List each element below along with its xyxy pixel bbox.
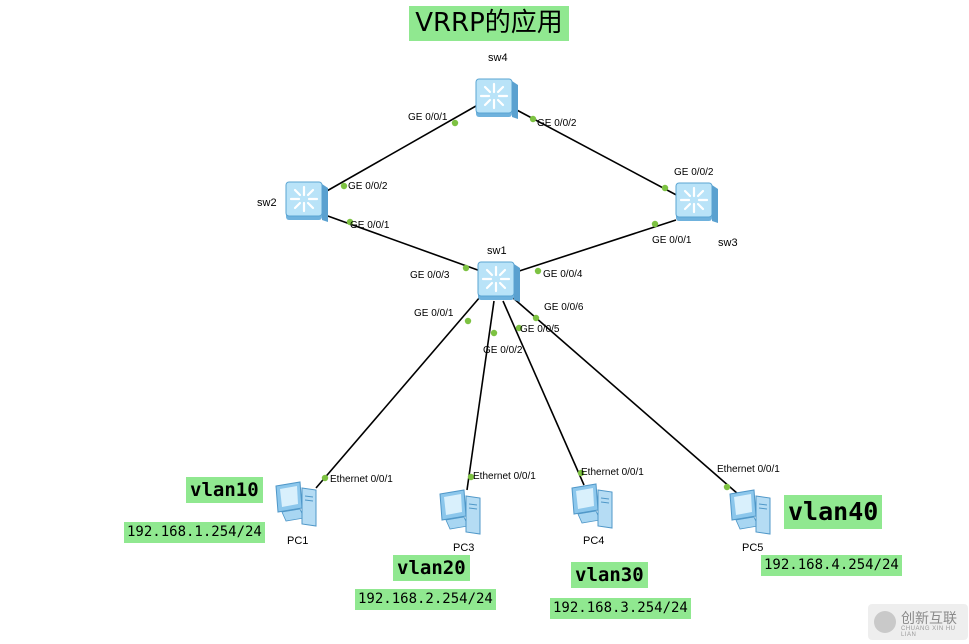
device-label-sw1: sw1: [487, 245, 507, 257]
watermark-logo: 创新互联 CHUANG XIN HU LIAN: [868, 604, 968, 640]
ip-vlan30-label: 192.168.3.254/24: [550, 598, 691, 619]
pc1-icon[interactable]: [275, 481, 317, 527]
watermark-logo-icon: [874, 611, 896, 633]
port-dots: [321, 115, 731, 491]
port-dot: [515, 324, 523, 332]
vlan30-label: vlan30: [571, 562, 648, 588]
link-sw1-pc1: [315, 296, 481, 489]
port-dot: [577, 469, 585, 477]
link-sw2-sw1: [324, 214, 487, 274]
device-label-pc1: PC1: [287, 535, 309, 547]
port-dot: [529, 115, 537, 123]
port-label-pc3-eth: Ethernet 0/0/1: [473, 471, 536, 482]
port-dot: [340, 182, 348, 190]
vlan40-label: vlan40: [784, 495, 883, 529]
links: [315, 101, 739, 495]
device-label-pc4: PC4: [583, 535, 605, 547]
port-dot: [490, 329, 498, 337]
port-label-sw3-ge001: GE 0/0/1: [652, 235, 692, 246]
port-dot: [451, 119, 459, 127]
port-label-sw1-ge002: GE 0/0/2: [483, 345, 523, 356]
link-sw4-sw3: [512, 107, 683, 199]
pc4-icon[interactable]: [571, 483, 613, 529]
port-dot: [534, 267, 542, 275]
port-label-sw3-ge002: GE 0/0/2: [674, 167, 714, 178]
port-dot: [661, 184, 669, 192]
port-dot: [723, 483, 731, 491]
vlan20-label: vlan20: [393, 555, 470, 581]
ip-vlan20-label: 192.168.2.254/24: [355, 589, 496, 610]
port-dot: [467, 473, 475, 481]
link-sw3-sw1: [509, 219, 677, 275]
port-label-sw1-ge003: GE 0/0/3: [410, 270, 450, 281]
pc3-icon[interactable]: [439, 489, 481, 535]
port-label-sw1-ge006: GE 0/0/6: [544, 302, 584, 313]
port-label-sw1-ge004: GE 0/0/4: [543, 269, 583, 280]
link-sw1-pc3: [466, 300, 495, 491]
pc5-icon[interactable]: [729, 489, 771, 535]
port-dot: [321, 474, 329, 482]
device-label-sw4: sw4: [488, 52, 508, 64]
port-dot: [464, 317, 472, 325]
port-dot: [346, 218, 354, 226]
ip-vlan40-label: 192.168.4.254/24: [761, 555, 902, 576]
switch-sw1-icon[interactable]: [476, 260, 522, 304]
vlan10-label: vlan10: [186, 477, 263, 503]
port-label-pc5-eth: Ethernet 0/0/1: [717, 464, 780, 475]
port-label-sw2-ge002: GE 0/0/2: [348, 181, 388, 192]
switch-sw4-icon[interactable]: [474, 77, 520, 121]
device-label-sw3: sw3: [718, 237, 738, 249]
port-dot: [532, 314, 540, 322]
port-dot: [651, 220, 659, 228]
port-label-sw1-ge001: GE 0/0/1: [414, 308, 454, 319]
device-label-pc5: PC5: [742, 542, 764, 554]
switch-sw3-icon[interactable]: [674, 181, 720, 225]
device-label-pc3: PC3: [453, 542, 475, 554]
port-label-sw4-ge002: GE 0/0/2: [537, 118, 577, 129]
port-label-sw2-ge001: GE 0/0/1: [350, 220, 390, 231]
link-sw4-sw2: [317, 101, 484, 197]
page-title: VRRP的应用: [409, 6, 569, 41]
device-label-sw2: sw2: [257, 197, 277, 209]
watermark-name: 创新互联: [901, 611, 957, 627]
port-label-sw4-ge001: GE 0/0/1: [408, 112, 448, 123]
port-label-pc4-eth: Ethernet 0/0/1: [581, 467, 644, 478]
link-sw1-pc4: [502, 300, 585, 486]
port-label-pc1-eth: Ethernet 0/0/1: [330, 474, 393, 485]
port-label-sw1-ge005: GE 0/0/5: [520, 324, 560, 335]
switch-sw2-icon[interactable]: [284, 180, 330, 224]
watermark-subtext: CHUANG XIN HU LIAN: [901, 626, 956, 638]
ip-vlan10-label: 192.168.1.254/24: [124, 522, 265, 543]
port-dot: [462, 264, 470, 272]
link-sw1-pc5: [511, 296, 739, 495]
